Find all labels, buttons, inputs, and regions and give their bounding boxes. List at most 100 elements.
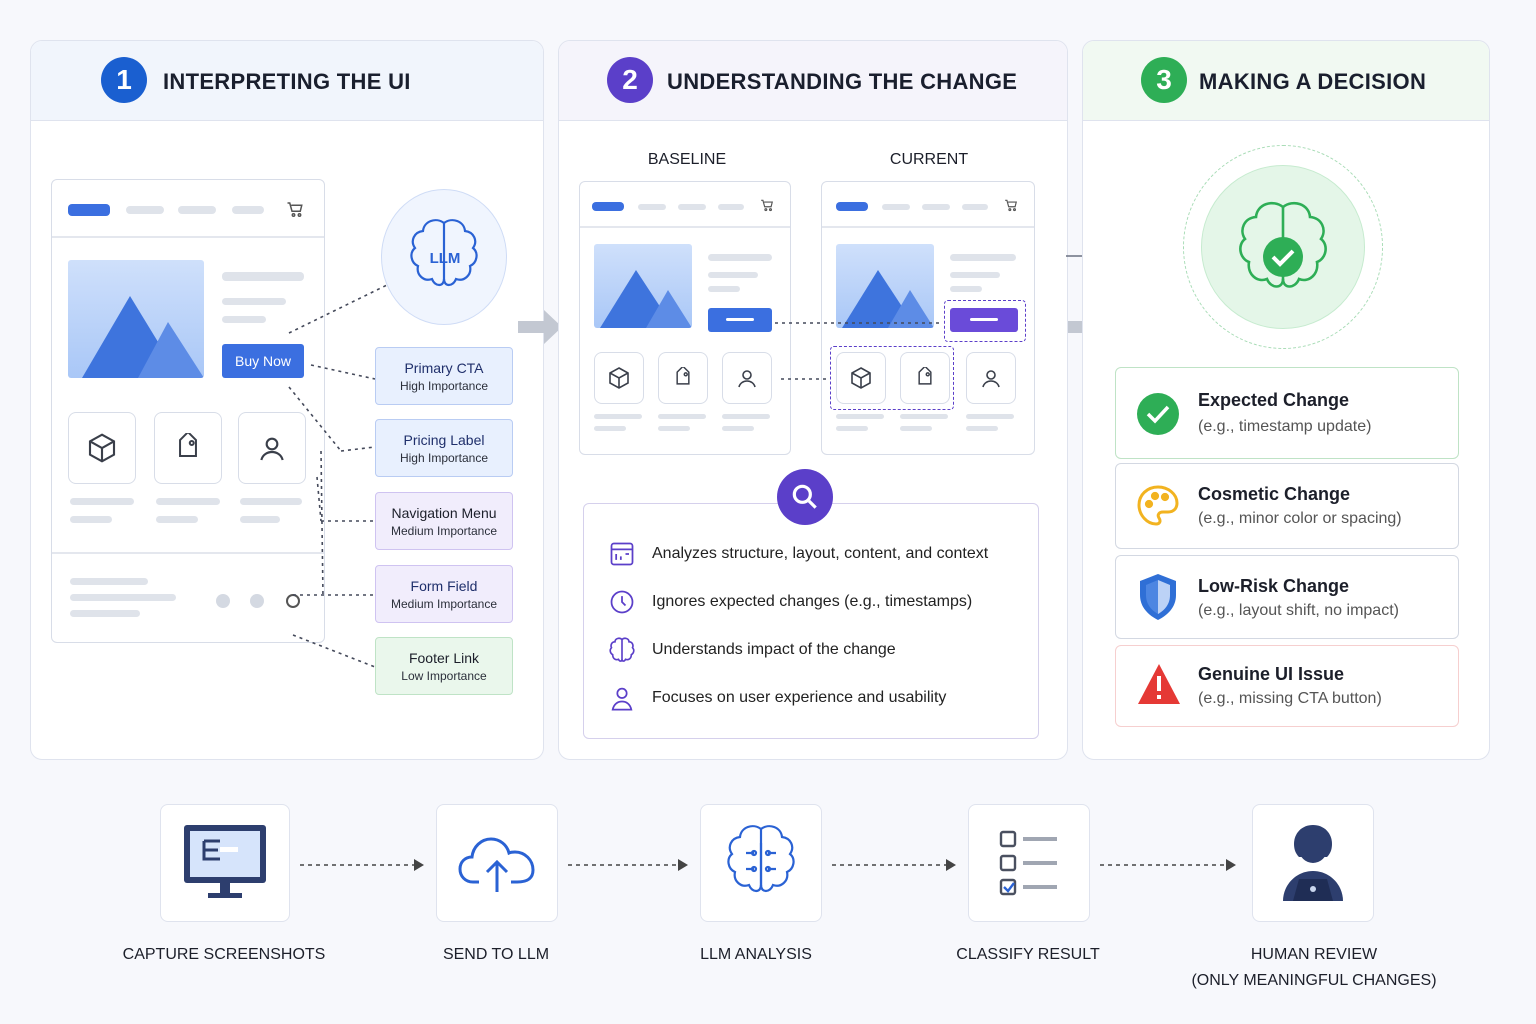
analysis-text: Analyzes structure, layout, content, and… (652, 545, 989, 562)
brain-icon (410, 219, 478, 287)
decision-subtitle: (e.g., minor color or spacing) (1198, 510, 1402, 527)
step-number-badge: 1 (101, 57, 147, 103)
cloud-upload-icon (458, 837, 535, 892)
pipeline-step-classify (968, 804, 1090, 922)
pipeline-label: SEND TO LLM (442, 946, 550, 963)
box-icon (851, 367, 871, 389)
step-number-badge: 2 (607, 57, 653, 103)
decision-title: Cosmetic Change (1198, 484, 1351, 504)
cta-button[interactable] (708, 308, 772, 332)
label-importance: Medium Importance (390, 596, 498, 611)
brain-check-icon (1239, 201, 1327, 288)
user-icon (738, 370, 756, 388)
monitor-icon (184, 825, 266, 898)
pipeline-arrow (1100, 859, 1236, 871)
image-placeholder (68, 260, 204, 378)
changed-tiles-highlight (830, 346, 954, 410)
decision-subtitle: (e.g., timestamp update) (1198, 418, 1372, 435)
analysis-row: Ignores expected changes (e.g., timestam… (608, 588, 972, 616)
product-tile (594, 352, 644, 404)
panel-header: 3 MAKING A DECISION (1083, 41, 1489, 121)
current-label: CURRENT (889, 151, 969, 168)
current-screenshot (821, 181, 1035, 455)
decision-title: Low-Risk Change (1198, 576, 1350, 596)
analysis-row: Understands impact of the change (608, 636, 896, 664)
shield-icon (1140, 574, 1176, 620)
tag-icon (179, 433, 197, 457)
label-importance: High Importance (399, 450, 489, 465)
panel-header: 1 INTERPRETING THE UI (31, 41, 543, 121)
image-placeholder (836, 244, 934, 328)
pipeline-step-capture (160, 804, 290, 922)
analysis-text: Focuses on user experience and usability (652, 689, 947, 706)
cta-button-changed[interactable] (950, 308, 1018, 332)
decision-card-cosmetic: Cosmetic Change (e.g., minor color or sp… (1115, 463, 1459, 549)
label-form-field: Form Field Medium Importance (375, 565, 513, 623)
tag-icon (918, 367, 932, 385)
account-tile (966, 352, 1016, 404)
warning-icon (1138, 664, 1180, 704)
pager-dot[interactable] (250, 594, 264, 608)
account-tile (238, 412, 306, 484)
pipeline-arrow (832, 859, 956, 871)
pipeline-arrow (300, 859, 424, 871)
step-number-badge: 3 (1141, 57, 1187, 103)
label-importance: Medium Importance (390, 523, 498, 538)
decision-halo (1183, 145, 1383, 349)
label-name: Primary CTA (404, 359, 484, 376)
label-name: Form Field (410, 577, 478, 594)
analysis-text: Understands impact of the change (652, 641, 896, 658)
decision-brain (1201, 165, 1365, 329)
llm-text: LLM (429, 250, 461, 267)
decision-subtitle: (e.g., layout shift, no impact) (1198, 602, 1399, 619)
brain-icon (727, 825, 795, 893)
decision-card-expected: Expected Change (e.g., timestamp update) (1115, 367, 1459, 459)
panel-title: INTERPRETING THE UI (163, 69, 411, 94)
palette-icon (1137, 485, 1179, 526)
tag-icon (676, 367, 690, 385)
pipeline-step-analysis (700, 804, 822, 922)
pipeline-sublabel: (ONLY MEANINGFUL CHANGES) (1191, 972, 1437, 989)
product-tile (68, 412, 136, 484)
buy-now-button[interactable]: Buy Now (222, 344, 304, 378)
label-name: Footer Link (408, 649, 480, 666)
decision-card-genuine-issue: Genuine UI Issue (e.g., missing CTA butt… (1115, 645, 1459, 727)
analysis-box: Analyzes structure, layout, content, and… (583, 503, 1039, 739)
connector-lines (288, 284, 388, 668)
label-name: Pricing Label (403, 431, 485, 448)
panel-title: UNDERSTANDING THE CHANGE (667, 69, 1018, 94)
user-icon (611, 687, 633, 711)
user-icon (982, 370, 1000, 388)
box-icon (88, 433, 116, 463)
label-importance: High Importance (399, 378, 489, 393)
baseline-label: BASELINE (647, 151, 727, 168)
baseline-screenshot (579, 181, 791, 455)
decision-subtitle: (e.g., missing CTA button) (1198, 690, 1382, 707)
label-navigation: Navigation Menu Medium Importance (375, 492, 513, 550)
analysis-row: Focuses on user experience and usability (608, 684, 946, 712)
brain-icon (609, 637, 635, 662)
pipeline-label: CAPTURE SCREENSHOTS (122, 946, 326, 963)
pipeline-label: LLM ANALYSIS (700, 946, 812, 963)
box-icon (609, 367, 629, 389)
pricing-tile (658, 352, 708, 404)
cart-icon (287, 202, 303, 217)
analysis-text: Ignores expected changes (e.g., timestam… (652, 593, 973, 610)
decision-title: Expected Change (1198, 390, 1350, 410)
flow-arrow-icon (518, 310, 562, 344)
pricing-tile (900, 352, 950, 404)
label-footer-link: Footer Link Low Importance (375, 637, 513, 695)
panel-understanding: 2 UNDERSTANDING THE CHANGE BASELINE CURR… (558, 40, 1068, 760)
cart-icon (1005, 199, 1017, 212)
llm-badge: LLM (381, 189, 507, 325)
user-icon (260, 437, 284, 461)
analysis-row: Analyzes structure, layout, content, and… (608, 540, 988, 568)
changed-cta-highlight (944, 300, 1026, 342)
pager-dot[interactable] (216, 594, 230, 608)
pipeline-step-review (1252, 804, 1374, 922)
pipeline-arrow (568, 859, 688, 871)
label-importance: Low Importance (401, 668, 487, 683)
cart-icon (761, 199, 773, 212)
panel-interpreting: 1 INTERPRETING THE UI Buy Now (30, 40, 544, 760)
decision-card-low-risk: Low-Risk Change (e.g., layout shift, no … (1115, 555, 1459, 639)
